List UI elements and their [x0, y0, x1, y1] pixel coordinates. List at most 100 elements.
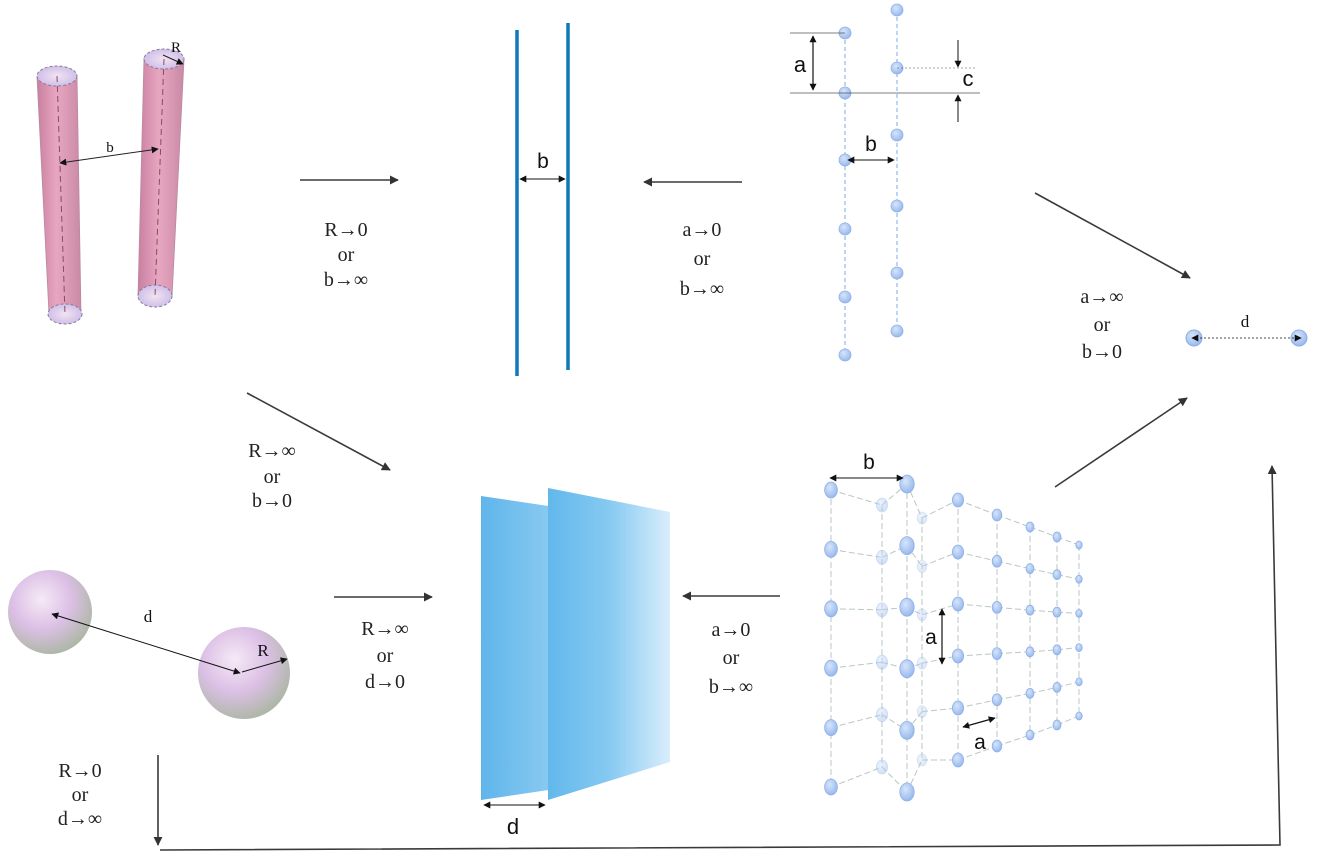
condition-line-1: a→∞	[1080, 286, 1123, 308]
atom	[1052, 531, 1062, 543]
lattice-bond	[830, 714, 883, 729]
condition-line-2: or	[694, 248, 711, 270]
atom	[1052, 682, 1062, 693]
condition-chains-to-wires: a→0 or b→∞	[680, 219, 724, 300]
lattice-bond	[957, 653, 998, 657]
atom	[824, 541, 838, 558]
condition-line-1: a→0	[712, 619, 751, 641]
lattice-bond	[957, 499, 998, 516]
chains-figure: a c b	[790, 3, 980, 362]
condition-line-3: b→∞	[709, 676, 753, 698]
lattice-bond	[996, 692, 1031, 701]
cylinder-distance-arrow	[59, 146, 159, 166]
atom	[838, 348, 852, 362]
condition-line-1: R→0	[58, 760, 101, 782]
atom	[1075, 643, 1083, 652]
atom	[952, 544, 965, 560]
lattice-bond	[921, 551, 959, 567]
atom	[1075, 540, 1083, 550]
plate-distance-label: d	[507, 814, 519, 839]
lattice-bond	[830, 608, 883, 611]
atom	[1025, 563, 1035, 574]
condition-line-3: d→0	[365, 671, 405, 693]
sphere-right	[198, 627, 290, 719]
atom	[899, 659, 915, 679]
condition-spheres-to-plates: R→∞ or d→0	[361, 618, 409, 693]
wires-figure: b	[515, 23, 570, 376]
atom	[876, 602, 889, 618]
atom	[952, 752, 965, 768]
spheres-figure: d R	[8, 570, 290, 719]
atom	[991, 647, 1003, 660]
lattice-bond	[830, 766, 883, 788]
atom	[876, 550, 889, 565]
atom	[916, 656, 928, 670]
atom	[824, 659, 838, 677]
lattice-spacing-label-diagonal: a	[974, 731, 986, 754]
chain-right-atoms	[890, 3, 904, 338]
lattice-bond	[996, 560, 1031, 570]
atom	[899, 536, 915, 555]
condition-line-3: b→0	[1082, 341, 1122, 363]
lattice-figure: b a a	[824, 451, 1083, 802]
atom	[838, 290, 852, 304]
chain-offset-label: c	[963, 66, 974, 91]
cylinder-left	[36, 65, 83, 325]
arrow-chains-to-dots	[1034, 192, 1191, 279]
condition-line-1: R→0	[324, 219, 367, 241]
condition-line-2: or	[377, 645, 394, 667]
lattice-spacing-arrow-diagonal	[962, 716, 996, 729]
lattice-bond	[1029, 526, 1058, 538]
dots-figure: d	[1185, 312, 1308, 347]
chain-spacing-label: a	[794, 52, 807, 77]
lattice-bond	[921, 499, 959, 519]
lattice-bond	[1029, 686, 1058, 694]
lattice-bond	[996, 514, 1031, 528]
atom	[1075, 609, 1083, 618]
lattice-bond	[1029, 649, 1058, 653]
cylinders-figure: b R	[36, 40, 185, 325]
lattice-bond	[906, 483, 923, 519]
lattice-bond	[1029, 568, 1058, 576]
atom	[1025, 646, 1035, 658]
condition-line-2: or	[264, 466, 281, 488]
lattice-bond	[957, 699, 998, 709]
lattice-atoms	[824, 474, 1083, 802]
condition-cylinders-to-plates: R→∞ or b→0	[248, 440, 296, 512]
condition-line-1: R→∞	[361, 618, 409, 640]
cylinder-distance-label: b	[106, 140, 114, 156]
atom	[991, 554, 1003, 568]
atom	[952, 492, 965, 508]
lattice-bond	[830, 661, 883, 669]
condition-spheres-to-dots: R→0 or d→∞	[58, 760, 102, 830]
atom	[952, 596, 965, 612]
arrow-spheres-to-dots	[159, 465, 1281, 851]
atom	[1025, 729, 1035, 741]
atom	[824, 481, 838, 499]
chain-distance-label: b	[865, 133, 877, 156]
atom	[838, 222, 852, 236]
atom	[890, 128, 904, 142]
dots-distance-label: d	[1241, 312, 1250, 331]
lattice-bond	[996, 651, 1031, 655]
lattice-bond	[1029, 609, 1058, 613]
sphere-distance-arrow	[51, 612, 241, 675]
atom	[916, 608, 928, 622]
atom	[916, 560, 928, 573]
lattice-bond	[1029, 724, 1058, 736]
atom	[890, 3, 904, 17]
atom	[952, 700, 965, 716]
atom	[876, 707, 889, 722]
condition-lattice-to-plates: a→0 or b→∞	[709, 619, 753, 698]
cylinder-radius-label: R	[171, 40, 181, 56]
lattice-bond	[996, 606, 1031, 611]
atom	[899, 721, 915, 740]
atom	[876, 654, 889, 670]
condition-line-3: b→0	[252, 490, 292, 512]
condition-line-2: or	[338, 244, 355, 266]
lattice-bond	[957, 551, 998, 562]
atom	[991, 601, 1003, 614]
atom	[916, 511, 928, 525]
condition-line-1: a→0	[683, 219, 722, 241]
condition-line-2: or	[723, 647, 740, 669]
